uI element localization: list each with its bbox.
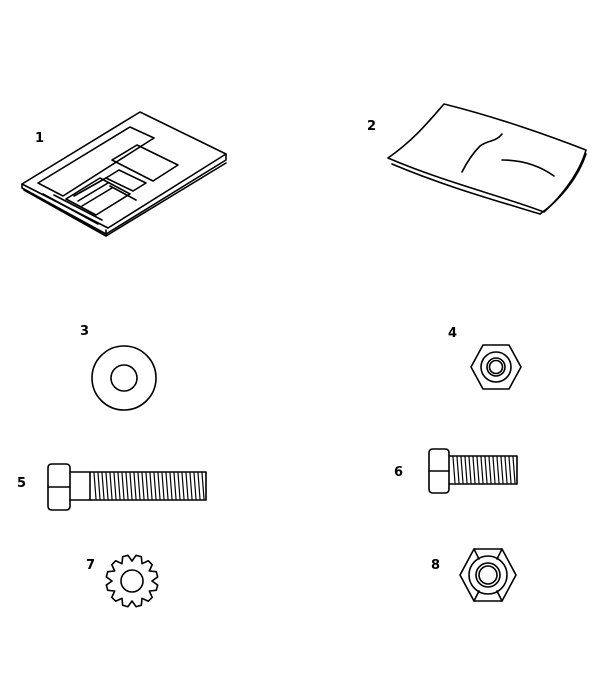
lock-nut-icon	[468, 343, 524, 391]
parts-bag-icon	[384, 100, 590, 218]
star-lock-washer-icon	[102, 551, 162, 611]
short-hex-bolt-icon	[425, 447, 521, 497]
part-number-3: 3	[80, 324, 90, 339]
part-number-5: 5	[17, 476, 27, 491]
flange-lock-nut-icon	[458, 546, 518, 604]
flat-washer-icon	[89, 343, 159, 413]
part-number-6: 6	[394, 465, 404, 480]
part-number-4: 4	[448, 326, 458, 341]
part-number-7: 7	[86, 558, 96, 573]
part-number-2: 2	[367, 119, 377, 134]
part-number-1: 1	[35, 131, 45, 146]
long-hex-bolt-icon	[44, 462, 210, 514]
part-number-8: 8	[431, 558, 441, 573]
manual-icon	[18, 108, 233, 238]
